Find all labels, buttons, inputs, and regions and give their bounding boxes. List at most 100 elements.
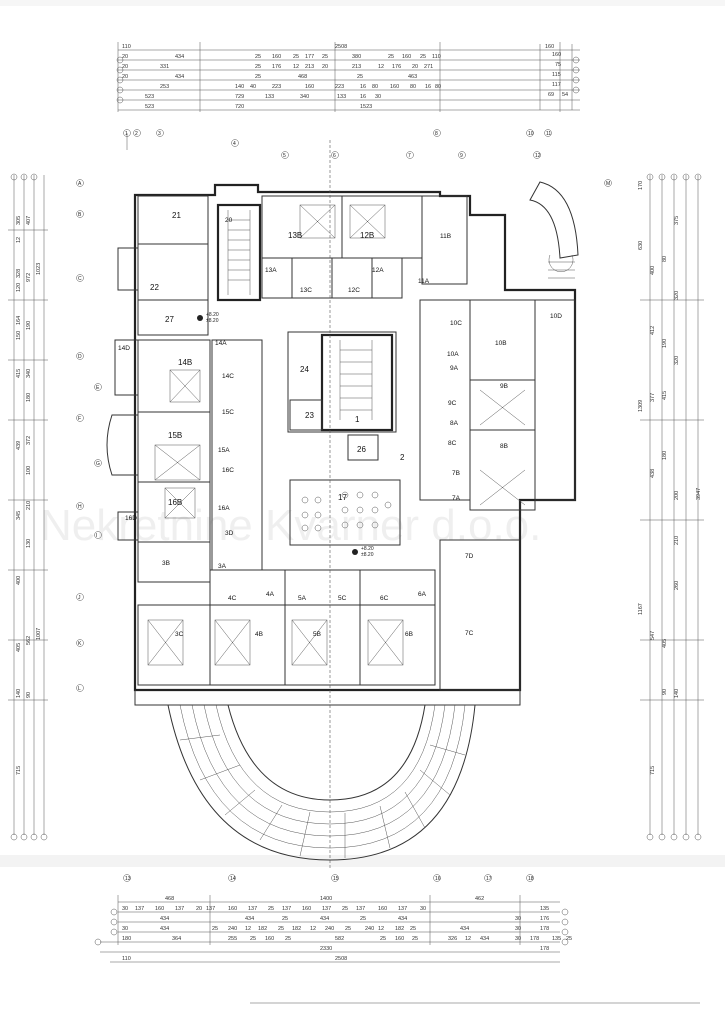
svg-text:±8.20: ±8.20 [361, 552, 374, 558]
svg-text:720: 720 [235, 104, 244, 110]
svg-text:438: 438 [650, 469, 656, 478]
room-label: 16B [168, 498, 182, 507]
room-label: 12C [348, 287, 360, 294]
room-label: 10C [450, 320, 462, 327]
svg-text:240: 240 [325, 926, 334, 932]
svg-text:434: 434 [480, 936, 489, 942]
svg-text:434: 434 [398, 916, 407, 922]
svg-text:1523: 1523 [360, 104, 372, 110]
room-label: 7C [465, 630, 474, 637]
axis-bubbles-left: A B C D E F G H I J K L M [76, 179, 612, 692]
svg-text:30: 30 [515, 916, 521, 922]
svg-text:30: 30 [375, 94, 381, 100]
svg-text:972: 972 [26, 273, 32, 282]
svg-text:177: 177 [305, 54, 314, 60]
room-label: 6A [418, 591, 427, 598]
svg-text:468: 468 [298, 74, 307, 80]
svg-text:4: 4 [233, 141, 236, 147]
svg-text:16: 16 [435, 876, 441, 882]
room-label: 16D [125, 515, 137, 522]
room-label: 14C [222, 373, 234, 380]
svg-text:90: 90 [662, 689, 668, 695]
room-label: 15A [218, 447, 230, 454]
room-label: 14A [215, 340, 227, 347]
svg-text:182: 182 [258, 926, 267, 932]
svg-text:213: 213 [352, 64, 361, 70]
room-label: 12B [360, 231, 374, 240]
room-label: 4C [228, 595, 237, 602]
room-label: 2 [400, 453, 405, 462]
svg-text:25: 25 [322, 54, 328, 60]
svg-text:20: 20 [122, 74, 128, 80]
svg-text:135: 135 [552, 936, 561, 942]
svg-text:30: 30 [515, 936, 521, 942]
svg-text:182: 182 [292, 926, 301, 932]
svg-text:190: 190 [26, 321, 32, 330]
svg-text:582: 582 [335, 936, 344, 942]
svg-text:320: 320 [674, 356, 680, 365]
svg-text:630: 630 [638, 241, 644, 250]
room-label: 7D [465, 553, 474, 560]
svg-text:25: 25 [255, 74, 261, 80]
svg-text:160: 160 [395, 936, 404, 942]
svg-text:15: 15 [333, 876, 339, 882]
svg-text:25: 25 [255, 64, 261, 70]
svg-text:J: J [78, 595, 81, 601]
room-label: 4A [266, 591, 275, 598]
svg-text:±8.20: ±8.20 [206, 318, 219, 324]
room-label: 10B [495, 340, 507, 347]
svg-text:160: 160 [552, 52, 561, 58]
svg-text:137: 137 [175, 906, 184, 912]
svg-text:110: 110 [122, 44, 131, 50]
svg-text:+8.20: +8.20 [361, 546, 374, 552]
svg-text:137: 137 [135, 906, 144, 912]
svg-text:271: 271 [424, 64, 433, 70]
svg-text:12: 12 [465, 936, 471, 942]
svg-text:240: 240 [365, 926, 374, 932]
room-label: 6C [380, 595, 389, 602]
room-label: 9A [450, 365, 459, 372]
svg-text:137: 137 [322, 906, 331, 912]
svg-text:523: 523 [145, 94, 154, 100]
svg-text:14: 14 [230, 876, 236, 882]
room-label: 7B [452, 470, 460, 477]
room-label: 17 [338, 493, 347, 502]
room-label: 10D [550, 313, 562, 320]
room-label: 7A [452, 495, 461, 502]
svg-text:10: 10 [528, 131, 534, 137]
svg-text:463: 463 [408, 74, 417, 80]
svg-text:25: 25 [412, 936, 418, 942]
room-label: 15B [168, 431, 182, 440]
svg-text:16: 16 [360, 84, 366, 90]
svg-text:12: 12 [378, 926, 384, 932]
svg-text:415: 415 [662, 391, 668, 400]
svg-text:468: 468 [165, 896, 174, 902]
svg-text:110: 110 [432, 54, 441, 60]
svg-text:25: 25 [278, 926, 284, 932]
svg-text:160: 160 [272, 54, 281, 60]
svg-text:140: 140 [674, 689, 680, 698]
svg-text:240: 240 [228, 926, 237, 932]
room-label: 8A [450, 420, 459, 427]
svg-text:17: 17 [486, 876, 492, 882]
amphitheater-steps [167, 704, 476, 861]
room-label: 13B [288, 231, 302, 240]
svg-text:415: 415 [16, 369, 22, 378]
svg-text:160: 160 [302, 906, 311, 912]
room-label: 13A [265, 267, 277, 274]
svg-text:328: 328 [16, 269, 22, 278]
svg-text:12: 12 [310, 926, 316, 932]
room-label: 1 [355, 415, 360, 424]
svg-text:80: 80 [410, 84, 416, 90]
svg-text:137: 137 [248, 906, 257, 912]
svg-text:400: 400 [650, 266, 656, 275]
room-label: 27 [165, 315, 174, 324]
room-label: 16C [222, 467, 234, 474]
svg-text:L: L [78, 686, 81, 692]
svg-text:326: 326 [448, 936, 457, 942]
svg-text:405: 405 [16, 643, 22, 652]
room-label: 14B [178, 358, 192, 367]
svg-text:25: 25 [380, 936, 386, 942]
svg-text:20: 20 [322, 64, 328, 70]
svg-text:170: 170 [638, 181, 644, 190]
